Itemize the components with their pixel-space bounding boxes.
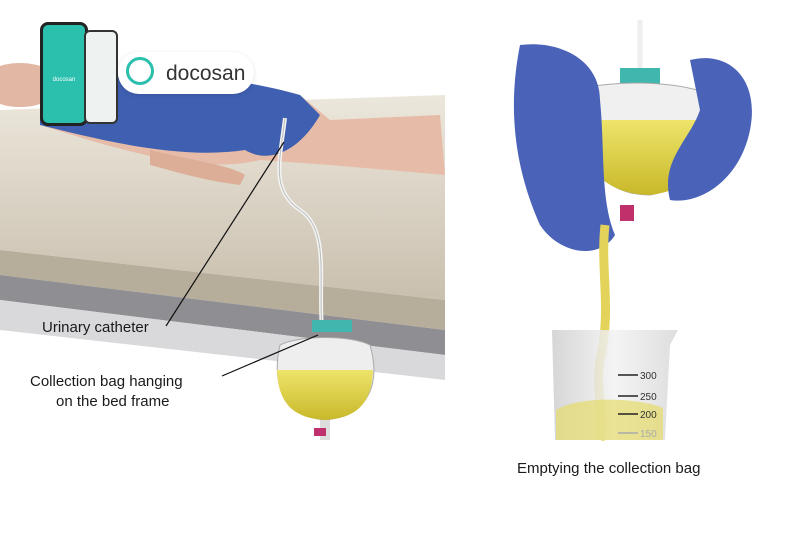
left-glove xyxy=(513,44,615,252)
catheter-leader-line xyxy=(165,141,285,327)
label-collection-bag-line1: Collection bag hanging xyxy=(30,373,183,390)
beaker-tick-150: 150 xyxy=(640,429,657,440)
beaker-tick-200: 200 xyxy=(640,410,657,421)
brand-name: docosan xyxy=(166,62,246,85)
phone-brand-label: docosan xyxy=(52,77,76,83)
brand-logo-icon xyxy=(126,57,154,85)
label-emptying-bag: Emptying the collection bag xyxy=(517,460,701,477)
label-collection-bag-line2: on the bed frame xyxy=(56,393,170,410)
bag-leader-line xyxy=(221,334,319,377)
right-glove xyxy=(667,58,752,201)
label-urinary-catheter: Urinary catheter xyxy=(42,319,149,336)
phone-mockup: docosan xyxy=(40,22,88,126)
beaker-tick-300: 300 xyxy=(640,371,657,382)
phone-mockup-back xyxy=(84,30,118,124)
collection-bag xyxy=(276,320,375,440)
beaker-tick-250: 250 xyxy=(640,392,657,403)
emptying-scene xyxy=(513,20,752,442)
brand-badge: docosan xyxy=(118,52,254,94)
